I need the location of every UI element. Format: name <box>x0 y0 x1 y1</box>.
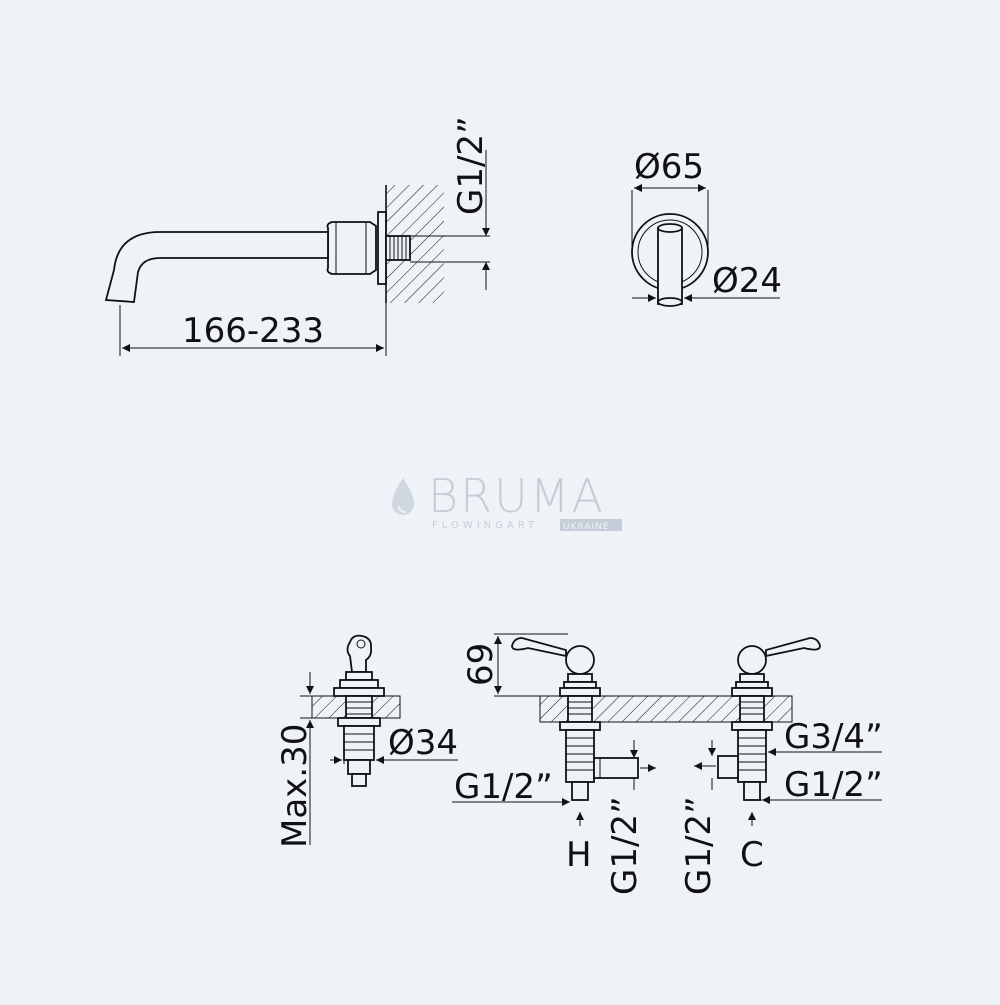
cold-inlet-thread-dim: G1/2” <box>784 765 883 805</box>
hot-valve <box>511 637 639 801</box>
wall-plate <box>377 211 387 285</box>
valve-max-dim: Max.30 <box>275 724 315 848</box>
hot-label: H <box>566 835 592 875</box>
valve-body-dim: Ø34 <box>388 723 458 763</box>
hot-lever <box>511 637 567 658</box>
hot-inlet-thread-dim: G1/2” <box>454 767 553 807</box>
mixer-height-dim: 69 <box>461 643 501 686</box>
spout-side-view: G1/2” 166-233 <box>104 116 491 356</box>
spout-thread-dim: G1/2” <box>451 116 491 215</box>
cold-outlet-thread-dim: G1/2” <box>679 796 719 895</box>
front-flange-dim: Ø65 <box>634 147 704 187</box>
logo-subline: FLOWINGART <box>432 520 538 531</box>
front-outlet <box>657 227 683 305</box>
front-outlet-dim: Ø24 <box>712 261 782 301</box>
cold-outlet <box>717 755 739 779</box>
brand-logo: BRUMA FLOWINGART UKRAINE <box>392 469 622 532</box>
spout-pipe <box>104 231 329 303</box>
spout-front-view: Ø65 Ø24 <box>631 147 782 307</box>
logo-brand: BRUMA <box>428 469 605 523</box>
logo-tag: UKRAINE <box>563 522 610 532</box>
basin-mixer-view: 69 G1/2” H G1/2” G1/2” G3/4” G1/2” C <box>452 633 883 895</box>
hot-outlet-thread-dim: G1/2” <box>605 796 645 895</box>
valve-side-view: Ø34 Max.30 <box>275 634 458 848</box>
valve-handle <box>346 634 373 673</box>
cold-valve <box>717 637 821 801</box>
cold-lever <box>765 637 821 658</box>
hot-outlet <box>593 757 639 779</box>
spout-length-dim: 166-233 <box>182 311 324 351</box>
spout-collar <box>326 221 377 275</box>
cold-top-thread-dim: G3/4” <box>784 717 883 757</box>
water-drop-icon <box>392 478 414 515</box>
cold-label: C <box>740 835 764 875</box>
